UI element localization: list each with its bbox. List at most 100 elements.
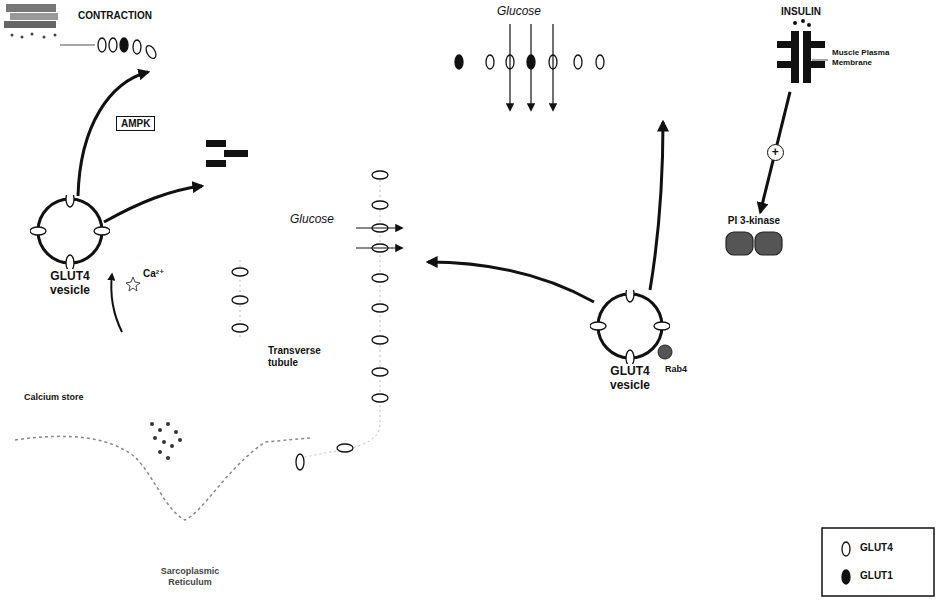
dot [158,428,162,432]
dot [174,430,178,434]
glut4-vesicle: GLUT4 vesicle [30,195,110,297]
translocation-arrow [650,122,663,290]
legend-sample [842,570,850,584]
glut4-oval [372,304,388,312]
kinase-complex: PI 3-kinase [722,215,786,260]
glut4-oval [372,336,388,344]
ampk-block [206,160,226,167]
calcium-star [126,277,140,291]
calcium-arrow [111,274,122,332]
dot [170,444,174,448]
glut4-oval [372,171,388,179]
rab4-blob [658,345,672,359]
glut4-oval [574,55,582,69]
vesicle-membrane [38,199,102,263]
insulin-receptor: INSULIN [765,6,837,89]
glut4-oval [66,255,74,269]
vesicle-outline [30,195,110,269]
glut1-oval [120,38,128,52]
dot [166,422,170,426]
dot [153,436,157,440]
translocation-arrow [104,186,202,222]
glut4-oval [109,38,117,52]
kinase-box: AMPK [116,116,155,131]
signal-arrow [760,92,790,212]
receptor-part [811,41,825,48]
insulin-dot [793,21,797,25]
muscle-fibre [6,4,56,12]
node-text: PI 3-kinase [722,215,786,226]
receptor-part [777,41,791,48]
glut4-oval [590,322,606,330]
glut4-oval [30,227,46,235]
glut4-oval [133,40,141,54]
legend-entry: GLUT1 [860,570,893,581]
glut4-oval [372,201,388,209]
glucose-arrow [356,227,402,228]
muscle-illustration [4,4,58,39]
glut4-oval [98,38,106,52]
node-text: GLUT4 vesicle [30,269,110,297]
glut4-oval [372,274,388,282]
node-text: INSULIN [765,6,837,17]
dot [162,440,166,444]
glut4-vesicle: GLUT4 vesicle [590,290,670,392]
glut4-oval [337,444,353,452]
dot [11,34,14,37]
kinase-symbol [722,228,786,260]
dot [43,36,46,39]
kinase-subunit [755,232,782,255]
glut4-oval [232,324,248,332]
glut4-oval [144,44,158,60]
glut4-oval [232,296,248,304]
glut4-oval [372,368,388,376]
receptor-symbol [765,17,837,89]
glut4-oval [626,290,634,302]
glucose-arrow [356,247,402,248]
stimulation-sign: + [767,144,784,161]
vesicle-membrane [598,294,662,358]
dot [158,450,162,454]
glut4-oval [486,55,494,69]
text-label: Glucose [497,4,541,18]
glucose-arrow [509,24,510,110]
text-label: CONTRACTION [78,10,152,22]
text-label: Muscle Plasma Membrane [832,48,906,67]
translocation-arrow [78,72,148,196]
glucose-arrow [552,24,553,110]
glut4-oval [232,268,248,276]
glut4-oval [372,394,388,402]
dot [178,438,182,442]
text-label: Transverse tubule [268,345,350,369]
receptor-part [803,31,811,83]
text-label: Glucose [290,212,334,226]
legend-text: GLUT4 [860,542,893,553]
glut4-oval [626,350,634,364]
dot [31,33,34,36]
node-text: AMPK [121,118,150,129]
glucose-arrow [530,24,531,110]
membrane-line [60,44,95,46]
text-label: Ca²⁺ [143,268,164,280]
text-label: Rab4 [665,364,687,375]
calcium-dots [150,422,182,460]
node-text: GLUT4 vesicle [590,364,670,392]
receptor-part [777,61,791,68]
kinase-subunit [726,232,753,255]
legend-sample [842,542,850,556]
glut4-oval [94,227,110,235]
translocation-arrow [428,262,594,302]
membrane-line [812,59,828,61]
legend-entry: GLUT4 [860,542,893,553]
legend-text: GLUT1 [860,570,893,581]
vesicle-outline [590,290,670,364]
legend-frame [822,528,934,596]
glut4-oval [66,195,74,207]
insulin-dot [807,23,811,27]
glut4-oval [296,454,304,470]
receptor-part [791,31,799,83]
insulin-dot [801,19,805,23]
dot [150,422,154,426]
